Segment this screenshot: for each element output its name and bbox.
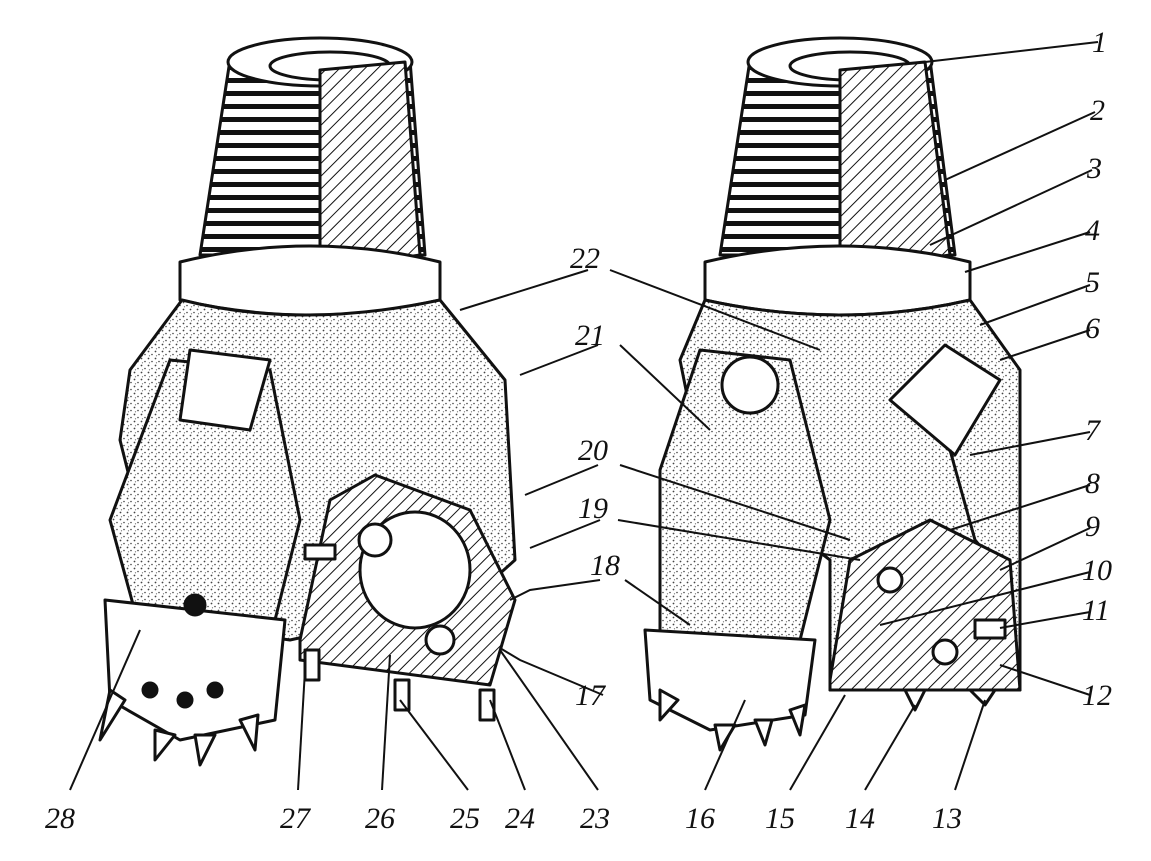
- left-leg-cut: [178, 348, 272, 432]
- callout-24: 24: [505, 802, 535, 835]
- callout-26: 26: [365, 802, 395, 835]
- callout-9: 9: [1085, 510, 1100, 543]
- callout-27: 27: [280, 802, 312, 835]
- callout-labels: 1 2 3 4 5 6 7 8 9 10 11 12 13 14 15 16 1…: [45, 26, 1112, 835]
- left-cone-teeth: [98, 688, 260, 767]
- right-drill-bit: [643, 36, 1022, 752]
- callout-6: 6: [1085, 312, 1100, 345]
- callout-20: 20: [578, 434, 608, 467]
- callout-12: 12: [1082, 679, 1112, 712]
- callout-17: 17: [575, 679, 607, 712]
- callout-7: 7: [1085, 414, 1102, 447]
- callout-18: 18: [590, 549, 620, 582]
- callout-28: 28: [45, 802, 75, 835]
- left-ball-bearing: [357, 522, 393, 558]
- right-cone-teeth: [658, 688, 807, 752]
- right-lubricator: [888, 343, 1002, 457]
- callout-10: 10: [1082, 554, 1112, 587]
- callout-3: 3: [1086, 152, 1102, 185]
- right-nozzle: [720, 355, 780, 415]
- callout-19: 19: [578, 492, 608, 525]
- callout-25: 25: [450, 802, 480, 835]
- callout-14: 14: [845, 802, 875, 835]
- left-cone-holes: [141, 593, 224, 709]
- right-shoulder: [703, 244, 972, 317]
- callout-11: 11: [1082, 594, 1110, 627]
- left-cone: [103, 598, 287, 742]
- callout-16: 16: [685, 802, 715, 835]
- right-bearing-section: [828, 518, 1022, 692]
- callout-15: 15: [765, 802, 795, 835]
- callout-13: 13: [932, 802, 962, 835]
- callout-22: 22: [570, 242, 600, 275]
- callout-5: 5: [1085, 266, 1100, 299]
- left-pin-cut-section: [318, 60, 422, 272]
- callout-21: 21: [575, 319, 605, 352]
- callout-4: 4: [1085, 214, 1100, 247]
- right-cone: [643, 628, 817, 732]
- left-shoulder: [178, 244, 442, 317]
- callout-23: 23: [580, 802, 610, 835]
- leader-lines: [69, 41, 1099, 791]
- callout-2: 2: [1090, 94, 1105, 127]
- callout-1: 1: [1092, 26, 1107, 59]
- callout-8: 8: [1085, 467, 1100, 500]
- right-pin-cut-section: [838, 60, 952, 272]
- left-drill-bit: [98, 36, 517, 767]
